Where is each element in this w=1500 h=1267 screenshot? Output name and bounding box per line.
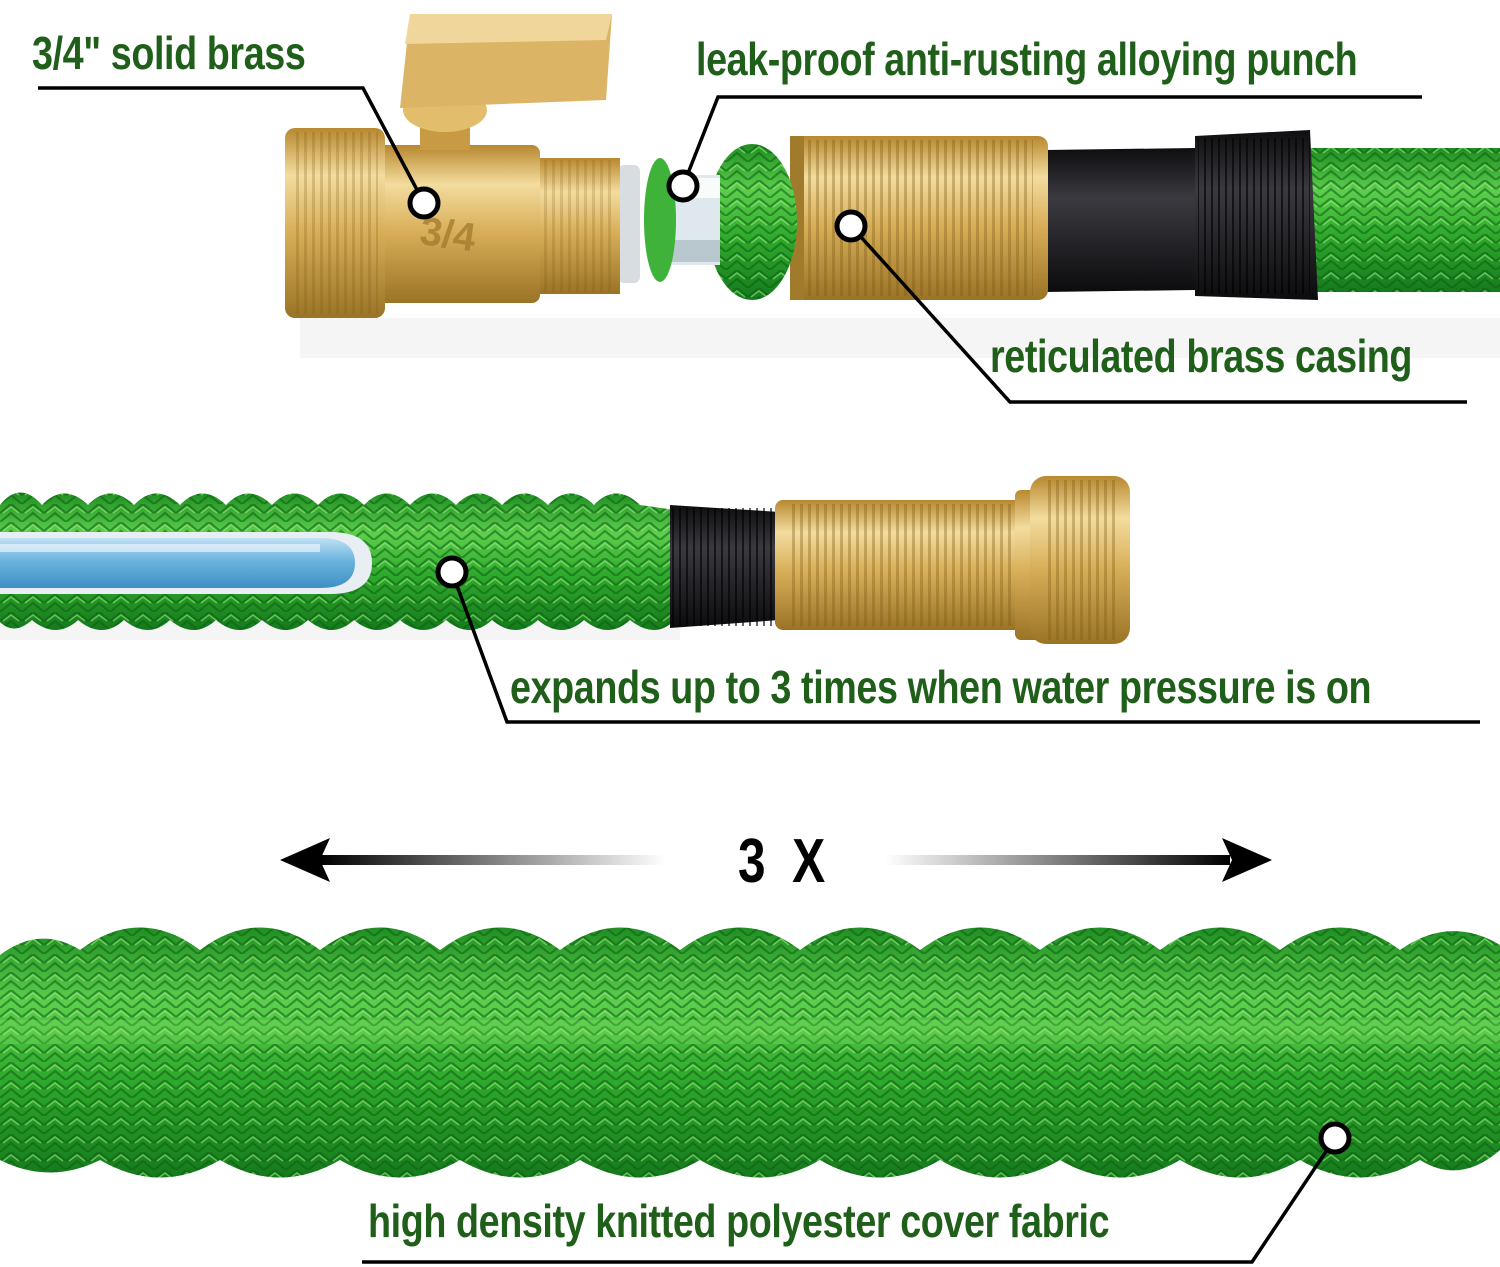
marker-dot-icon xyxy=(435,555,469,589)
leader-casing xyxy=(849,224,1467,404)
marker-dot-icon xyxy=(666,169,700,203)
hose-middle xyxy=(0,476,1130,644)
callout-solid-brass: 3/4" solid brass xyxy=(32,27,306,79)
marker-dots xyxy=(407,169,1352,1155)
leader-punch xyxy=(681,95,1422,187)
marker-dot-icon xyxy=(1318,1121,1352,1155)
callout-brass-casing: reticulated brass casing xyxy=(990,330,1413,382)
arrow-right-icon xyxy=(1222,838,1272,882)
leader-brass xyxy=(38,86,426,204)
arrow-left-icon xyxy=(280,838,330,882)
marker-dot-icon xyxy=(834,209,868,243)
hose-bottom xyxy=(0,927,1500,1178)
expansion-label: 3 X xyxy=(738,827,832,896)
callout-alloying-punch: leak-proof anti-rusting alloying punch xyxy=(696,33,1358,85)
expansion-arrows xyxy=(280,838,1272,882)
arrow-right-shaft xyxy=(885,855,1230,865)
leader-expand xyxy=(450,571,1480,724)
marker-dot-icon xyxy=(407,186,441,220)
arrow-left-shaft xyxy=(320,855,665,865)
callout-expands: expands up to 3 times when water pressur… xyxy=(510,661,1372,713)
leader-fabric xyxy=(362,1137,1337,1264)
leader-lines xyxy=(38,86,1480,1264)
callout-cover-fabric: high density knitted polyester cover fab… xyxy=(368,1195,1110,1247)
